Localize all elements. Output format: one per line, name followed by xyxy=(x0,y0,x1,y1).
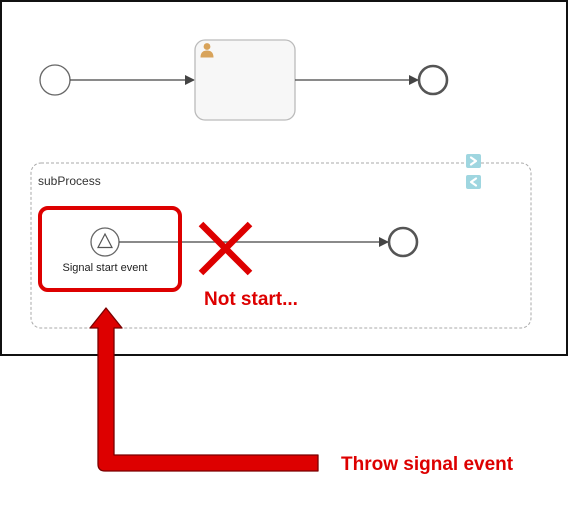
user-icon xyxy=(200,43,214,58)
highlight-box xyxy=(38,206,182,292)
signal-triangle-icon xyxy=(97,232,113,249)
subprocess-label: subProcess xyxy=(38,174,101,188)
end-event[interactable] xyxy=(417,64,449,96)
not-start-annotation: Not start... xyxy=(204,289,298,310)
start-event[interactable] xyxy=(39,64,71,96)
chevron-right-icon[interactable] xyxy=(466,154,481,168)
signal-start-label: Signal start event xyxy=(63,262,148,274)
red-x-icon xyxy=(198,221,253,276)
throw-signal-annotation: Throw signal event xyxy=(341,454,514,475)
red-arrow xyxy=(89,307,319,472)
subprocess-box[interactable] xyxy=(30,162,532,329)
chevron-left-icon[interactable] xyxy=(466,175,481,189)
subprocess-end-event[interactable] xyxy=(387,226,419,258)
